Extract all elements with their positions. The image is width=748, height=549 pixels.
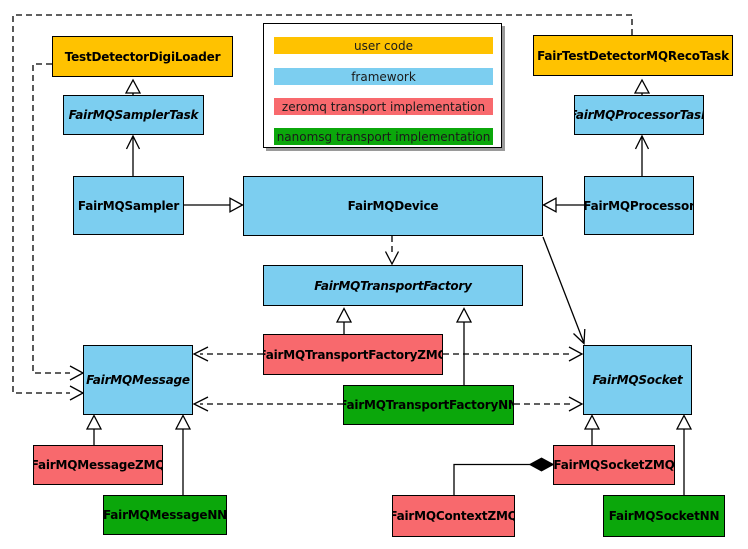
class-box-fairmqprocessortask: FairMQProcessorTask <box>574 95 704 135</box>
class-box-testdetectordigiloader: TestDetectorDigiLoader <box>52 36 233 77</box>
arrowhead-open <box>69 365 85 381</box>
class-box-fairmqtransportfactoryzmq: FairMQTransportFactoryZMQ <box>263 334 443 375</box>
legend-item-framework: framework <box>274 68 493 85</box>
class-box-fairmqsocket: FairMQSocket <box>583 345 692 415</box>
edge-digiloader-to-message <box>32 63 70 374</box>
class-box-fairmqtransportfactory: FairMQTransportFactory <box>263 265 523 306</box>
arrowhead-triangle <box>455 307 473 323</box>
arrowhead-triangle <box>633 78 651 94</box>
class-box-fairmqmessagenn: FairMQMessageNN <box>103 495 227 535</box>
arrowhead-open <box>568 346 584 362</box>
arrowhead-open <box>192 346 209 362</box>
arrowhead-triangle <box>229 197 244 213</box>
class-box-fairmqsocketzmq: FairMQSocketZMQ <box>553 445 675 485</box>
arrowhead-triangle <box>583 414 601 430</box>
arrowhead-triangle <box>124 78 142 94</box>
class-box-fairmqtransportfactorynn: FairMQTransportFactoryNN <box>343 385 514 425</box>
legend-item-zeromq: zeromq transport implementation <box>274 98 493 115</box>
class-box-fairtestdetectormqrecotask: FairTestDetectorMQRecoTask <box>533 35 733 76</box>
class-box-fairmqmessage: FairMQMessage <box>83 345 193 415</box>
arrowhead-open <box>125 134 141 150</box>
class-box-fairmqsocketnn: FairMQSocketNN <box>603 495 725 537</box>
class-box-fairmqcontextzmq: FairMQContextZMQ <box>392 495 515 537</box>
legend: user code framework zeromq transport imp… <box>263 23 502 148</box>
arrowhead-open <box>384 251 400 266</box>
arrowhead-triangle <box>85 414 103 430</box>
class-box-fairmqsamplertask: FairMQSamplerTask <box>63 95 204 135</box>
arrowhead-open <box>573 328 586 345</box>
class-box-fairmqdevice: FairMQDevice <box>243 176 543 236</box>
arrowhead-open <box>634 134 650 150</box>
edge-recotask-to-message <box>12 14 633 394</box>
class-box-fairmqsampler: FairMQSampler <box>73 176 184 235</box>
arrowhead-triangle <box>335 307 353 323</box>
arrowhead-open <box>568 396 584 412</box>
edge-contextzmq-to-socketzmq <box>453 463 530 495</box>
class-box-fairmqmessagezmq: FairMQMessageZMQ <box>33 445 163 485</box>
arrowhead-open <box>69 385 85 401</box>
arrowhead-triangle <box>675 414 693 430</box>
arrowhead-open <box>192 396 209 412</box>
class-box-fairmqprocessor: FairMQProcessor <box>584 176 694 235</box>
arrowhead-triangle <box>174 414 192 430</box>
composition-diamond <box>528 457 555 472</box>
edge-device-to-socket <box>542 236 585 344</box>
legend-item-nanomsg: nanomsg transport implementation <box>274 128 493 145</box>
arrowhead-triangle <box>542 197 557 213</box>
legend-item-user-code: user code <box>274 37 493 54</box>
